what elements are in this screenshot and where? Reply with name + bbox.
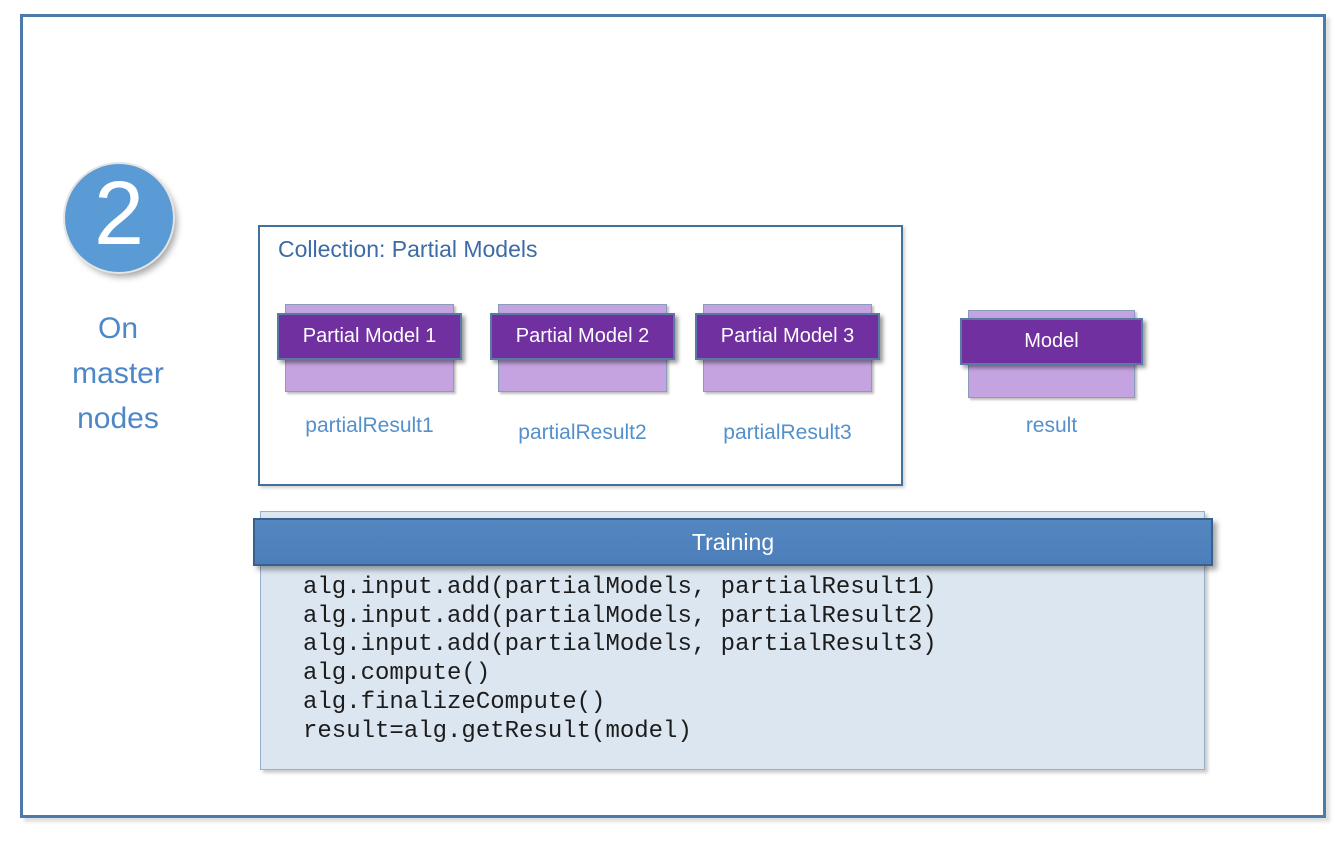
partial-model-stack-1: Partial Model 1: [277, 304, 462, 394]
model-box: Model: [960, 318, 1143, 365]
model-label: Model: [1024, 330, 1079, 352]
partial-result-label-1: partialResult1: [305, 414, 434, 437]
partial-model-box-2: Partial Model 2: [490, 313, 675, 360]
partial-model-stack-3: Partial Model 3: [695, 304, 880, 394]
step-label: On master nodes: [28, 306, 208, 441]
collection-title: Collection: Partial Models: [278, 236, 538, 262]
training-header: Training: [253, 518, 1213, 566]
partial-model-box-1: Partial Model 1: [277, 313, 462, 360]
partial-result-label-2: partialResult2: [518, 421, 647, 444]
model-stack: Model: [960, 310, 1143, 400]
code-block: alg.input.add(partialModels, partialResu…: [303, 574, 937, 745]
partial-model-label-2: Partial Model 2: [515, 325, 650, 347]
partial-model-label-1: Partial Model 1: [302, 325, 437, 347]
training-title: Training: [691, 528, 775, 555]
step-label-line-1: On: [97, 312, 139, 345]
partial-model-label-3: Partial Model 3: [720, 325, 855, 347]
partial-model-stack-2: Partial Model 2: [490, 304, 675, 394]
step-number: 2: [93, 163, 145, 264]
result-label: result: [1025, 414, 1078, 437]
partial-result-label-3: partialResult3: [723, 421, 852, 444]
step-label-line-2: master: [72, 357, 164, 390]
partial-model-box-3: Partial Model 3: [695, 313, 880, 360]
step-label-line-3: nodes: [77, 402, 159, 435]
step-number-badge: 2: [65, 164, 173, 272]
